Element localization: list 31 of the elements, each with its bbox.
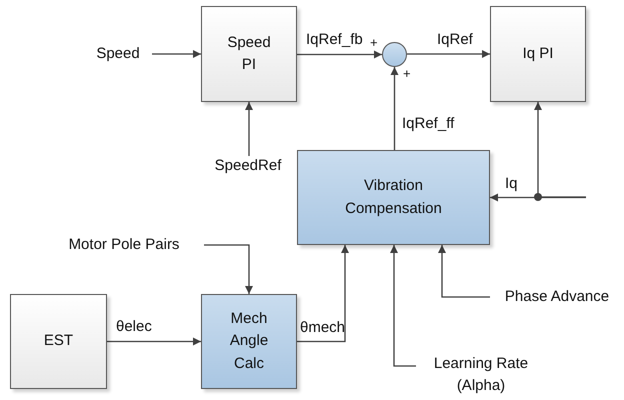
edge-label: θmech xyxy=(300,320,346,335)
arrow xyxy=(107,338,201,346)
process-box: Mech Angle Calc xyxy=(201,294,297,389)
arrow xyxy=(152,50,201,58)
arrow xyxy=(390,67,398,150)
process-box: EST xyxy=(10,294,107,389)
edge-label: Iq xyxy=(505,176,518,191)
edge-label: θelec xyxy=(116,319,152,334)
input-label: Motor Pole Pairs xyxy=(44,235,204,255)
arrow xyxy=(245,102,253,156)
edge-label: IqRef_fb xyxy=(306,32,363,47)
input-label: SpeedRef xyxy=(200,156,296,176)
arrow xyxy=(534,102,586,198)
arrow xyxy=(297,245,349,342)
process-box: Speed PI xyxy=(201,6,297,102)
edge-label: IqRef_ff xyxy=(402,116,454,131)
input-label: Phase Advance xyxy=(490,287,624,307)
sign-label: + xyxy=(370,36,378,49)
arrow xyxy=(297,50,382,58)
sign-label: + xyxy=(403,67,411,80)
arrow xyxy=(390,245,416,367)
process-box: Vibration Compensation xyxy=(297,150,490,245)
input-label: Speed xyxy=(84,44,152,64)
arrow xyxy=(204,244,253,294)
summing-junction xyxy=(382,42,407,67)
arrow xyxy=(490,194,586,202)
input-label: Learning Rate (Alpha) xyxy=(416,355,546,395)
arrow xyxy=(407,50,490,58)
arrow xyxy=(438,245,490,298)
edge-label: IqRef xyxy=(437,32,473,47)
process-box: Iq PI xyxy=(490,6,586,102)
